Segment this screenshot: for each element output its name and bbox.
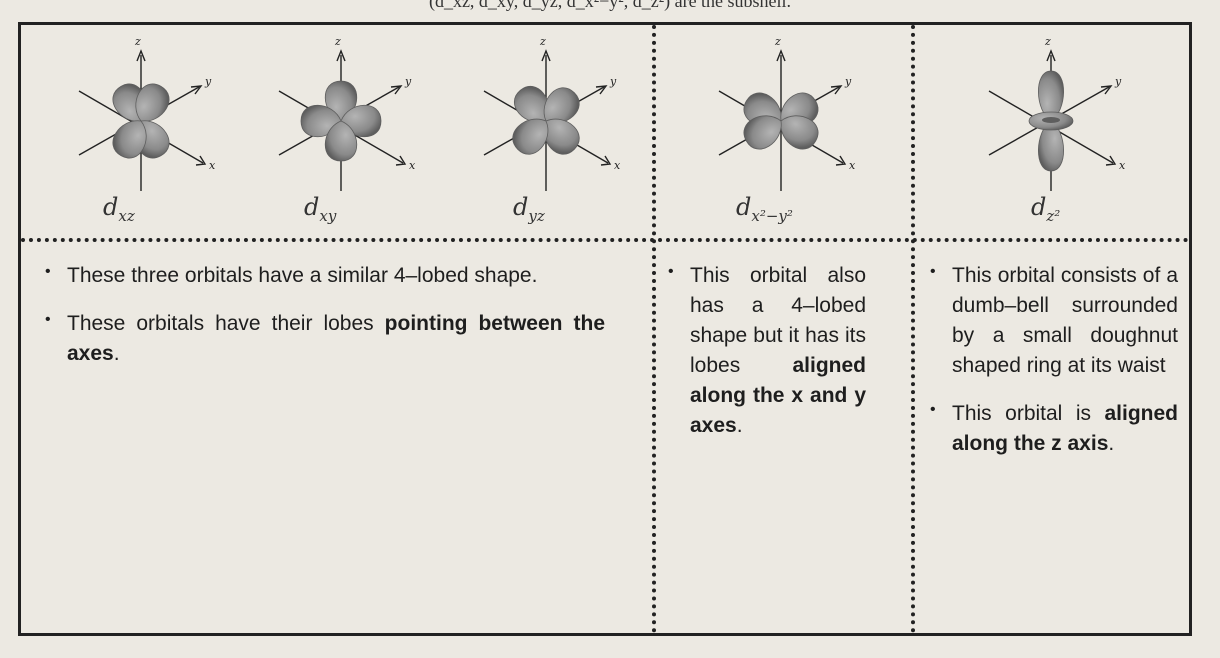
- y-axis-arrow: [1100, 85, 1113, 95]
- y-axis-label: y: [1114, 75, 1122, 88]
- doughnut-ring-hole: [1042, 117, 1060, 123]
- x-axis-arrow: [1105, 155, 1117, 166]
- x-axis-label: x: [409, 159, 416, 172]
- z-axis-arrow: [336, 49, 346, 62]
- z-axis-label: z: [774, 35, 781, 48]
- orbital-label-dxy: dxy: [304, 193, 337, 225]
- z-axis-label: z: [334, 35, 341, 48]
- z-axis-arrow: [541, 49, 551, 62]
- group1-description: These three orbitals have a similar 4–lo…: [45, 261, 605, 387]
- y-axis-arrow: [390, 85, 403, 95]
- y-axis-label: y: [609, 75, 617, 88]
- page-header-fragment: (d_xz, d_xy, d_yz, d_x²−y², d_z²) are th…: [428, 0, 792, 11]
- x-axis-arrow: [195, 155, 207, 166]
- orbital-dxy-diagram: z y x: [278, 35, 416, 191]
- orbital-label-dyz: dyz: [513, 193, 545, 225]
- group1-bullet-1: These three orbitals have a similar 4–lo…: [45, 261, 605, 291]
- y-axis-arrow: [830, 85, 843, 95]
- orbital-label-dz2: dz²: [1031, 193, 1061, 225]
- orbital-lobe: [780, 115, 819, 150]
- group3-description: This orbital consists of a dumb–bell sur…: [930, 261, 1178, 477]
- group2-bullet-1: This orbital also has a 4–lobed shape bu…: [668, 261, 866, 441]
- group3-bullet-1: This orbital consists of a dumb–bell sur…: [930, 261, 1178, 381]
- x-axis-label: x: [614, 159, 621, 172]
- orbital-lobe: [135, 83, 170, 122]
- orbital-table: z y x z y x z y x z y x z y x dxz dxy dyz dx²−y² d…: [18, 22, 1192, 636]
- x-axis-arrow: [395, 155, 407, 166]
- orbital-lobe: [1038, 70, 1064, 122]
- group2-description: This orbital also has a 4–lobed shape bu…: [668, 261, 866, 459]
- z-axis-arrow: [1046, 49, 1056, 62]
- x-axis-label: x: [1119, 159, 1126, 172]
- z-axis-label: z: [539, 35, 546, 48]
- orbital-dyz-diagram: z y x: [483, 35, 621, 191]
- z-axis-label: z: [134, 35, 141, 48]
- column-divider-1: [652, 25, 656, 633]
- y-axis-label: y: [204, 75, 212, 88]
- orbital-lobe: [512, 118, 549, 155]
- orbital-dz2-diagram: z y x: [988, 35, 1126, 191]
- orbital-lobe: [743, 115, 782, 150]
- x-axis-label: x: [849, 159, 856, 172]
- z-axis-arrow: [776, 49, 786, 62]
- orbital-label-dx2y2: dx²−y²: [736, 193, 793, 225]
- group3-bullet-2: This orbital is aligned along the z axis…: [930, 399, 1178, 459]
- y-axis-label: y: [404, 75, 412, 88]
- y-axis-arrow: [595, 85, 608, 95]
- column-divider-2: [911, 25, 915, 633]
- orbital-lobe: [324, 120, 358, 162]
- orbital-lobe: [1038, 120, 1064, 172]
- orbital-label-dxz: dxz: [103, 193, 135, 225]
- x-axis-arrow: [835, 155, 847, 166]
- y-axis-label: y: [844, 75, 852, 88]
- z-axis-arrow: [136, 49, 146, 62]
- x-axis-arrow: [600, 155, 612, 166]
- orbital-dxz-diagram: z y x: [78, 35, 216, 191]
- orbital-dx2y2-diagram: z y x: [718, 35, 856, 191]
- group1-bullet-2: These orbitals have their lobes pointing…: [45, 309, 605, 369]
- y-axis-arrow: [190, 85, 203, 95]
- orbital-lobe: [112, 120, 147, 159]
- row-divider: [21, 238, 1189, 242]
- x-axis-label: x: [209, 159, 216, 172]
- z-axis-label: z: [1044, 35, 1051, 48]
